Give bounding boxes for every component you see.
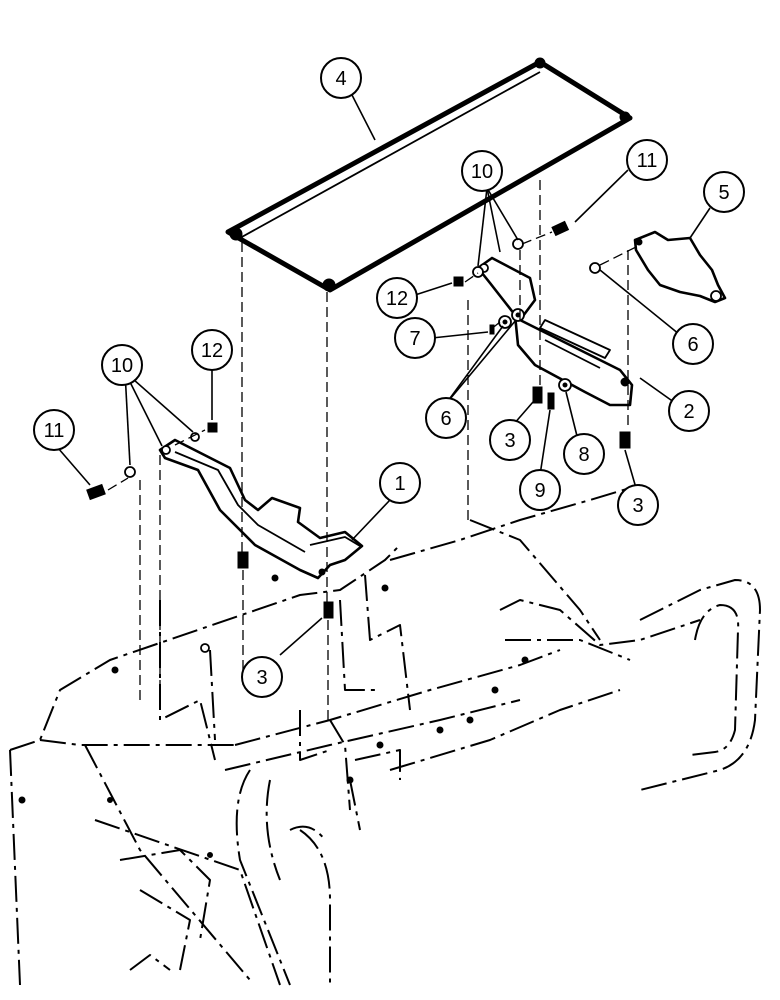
washer-10-right-a bbox=[472, 266, 484, 278]
svg-text:6: 6 bbox=[687, 334, 698, 356]
hardware-fasteners bbox=[86, 220, 631, 619]
callout-7: 7 bbox=[394, 317, 436, 359]
callout-6-left: 6 bbox=[425, 397, 467, 439]
part-5-small-bracket bbox=[633, 230, 727, 304]
svg-text:9: 9 bbox=[534, 480, 545, 502]
callout-11-right: 11 bbox=[626, 139, 668, 181]
callout-8: 8 bbox=[563, 433, 605, 475]
machine-frame bbox=[9, 484, 761, 986]
callout-11-left: 11 bbox=[33, 409, 75, 451]
washer-6-b bbox=[511, 308, 525, 322]
svg-text:12: 12 bbox=[201, 340, 223, 362]
svg-text:1: 1 bbox=[394, 473, 405, 495]
bolt-3-right-b bbox=[619, 431, 631, 449]
bolt-3-right-a bbox=[532, 386, 543, 404]
callout-12-right: 12 bbox=[376, 277, 418, 319]
pin-7 bbox=[489, 324, 495, 335]
bolt-3-left-a bbox=[237, 551, 249, 569]
callout-10-left: 10 bbox=[101, 344, 143, 386]
callout-3-c: 3 bbox=[241, 656, 283, 698]
bolt-11-left bbox=[86, 483, 106, 501]
nut-12-left bbox=[207, 422, 218, 433]
washer-10-left-a bbox=[124, 466, 136, 478]
svg-text:10: 10 bbox=[111, 355, 133, 377]
part-2-right-bracket bbox=[476, 256, 634, 407]
svg-text:8: 8 bbox=[578, 444, 589, 466]
washer-8 bbox=[558, 378, 572, 392]
leader-lines bbox=[57, 94, 711, 656]
callout-10-right: 10 bbox=[461, 150, 503, 192]
alignment-lines bbox=[107, 180, 641, 720]
frame-rivets bbox=[18, 574, 529, 858]
washer-6-c bbox=[589, 262, 601, 274]
svg-text:3: 3 bbox=[504, 430, 515, 452]
callouts: 4 10 11 5 12 7 6 6 2 3 8 9 3 10 12 11 1 … bbox=[33, 57, 745, 698]
svg-text:3: 3 bbox=[256, 667, 267, 689]
bolt-11-right bbox=[551, 220, 570, 237]
svg-text:4: 4 bbox=[335, 68, 346, 90]
callout-1: 1 bbox=[379, 462, 421, 504]
callout-6-right: 6 bbox=[672, 323, 714, 365]
callout-3-b: 3 bbox=[617, 484, 659, 526]
bolt-3-left-b bbox=[323, 601, 334, 619]
svg-text:7: 7 bbox=[409, 328, 420, 350]
svg-text:11: 11 bbox=[44, 420, 65, 442]
washer-10-right-b bbox=[512, 238, 524, 250]
callout-4: 4 bbox=[320, 57, 362, 99]
svg-text:3: 3 bbox=[632, 495, 643, 517]
part-4-cover-plate bbox=[225, 57, 633, 293]
callout-5: 5 bbox=[703, 171, 745, 213]
nut-12-right bbox=[453, 276, 464, 287]
callout-12-left: 12 bbox=[191, 329, 233, 371]
washer-6-a bbox=[498, 315, 512, 329]
svg-text:6: 6 bbox=[440, 408, 451, 430]
callout-2: 2 bbox=[668, 390, 710, 432]
part-1-left-bracket bbox=[158, 438, 364, 580]
callout-9: 9 bbox=[519, 469, 561, 511]
svg-text:5: 5 bbox=[718, 182, 729, 204]
svg-text:2: 2 bbox=[683, 401, 694, 423]
spacer-9 bbox=[547, 392, 555, 410]
svg-text:10: 10 bbox=[471, 161, 493, 183]
svg-text:11: 11 bbox=[637, 150, 658, 172]
callout-3-a: 3 bbox=[489, 419, 531, 461]
svg-text:12: 12 bbox=[386, 288, 408, 310]
